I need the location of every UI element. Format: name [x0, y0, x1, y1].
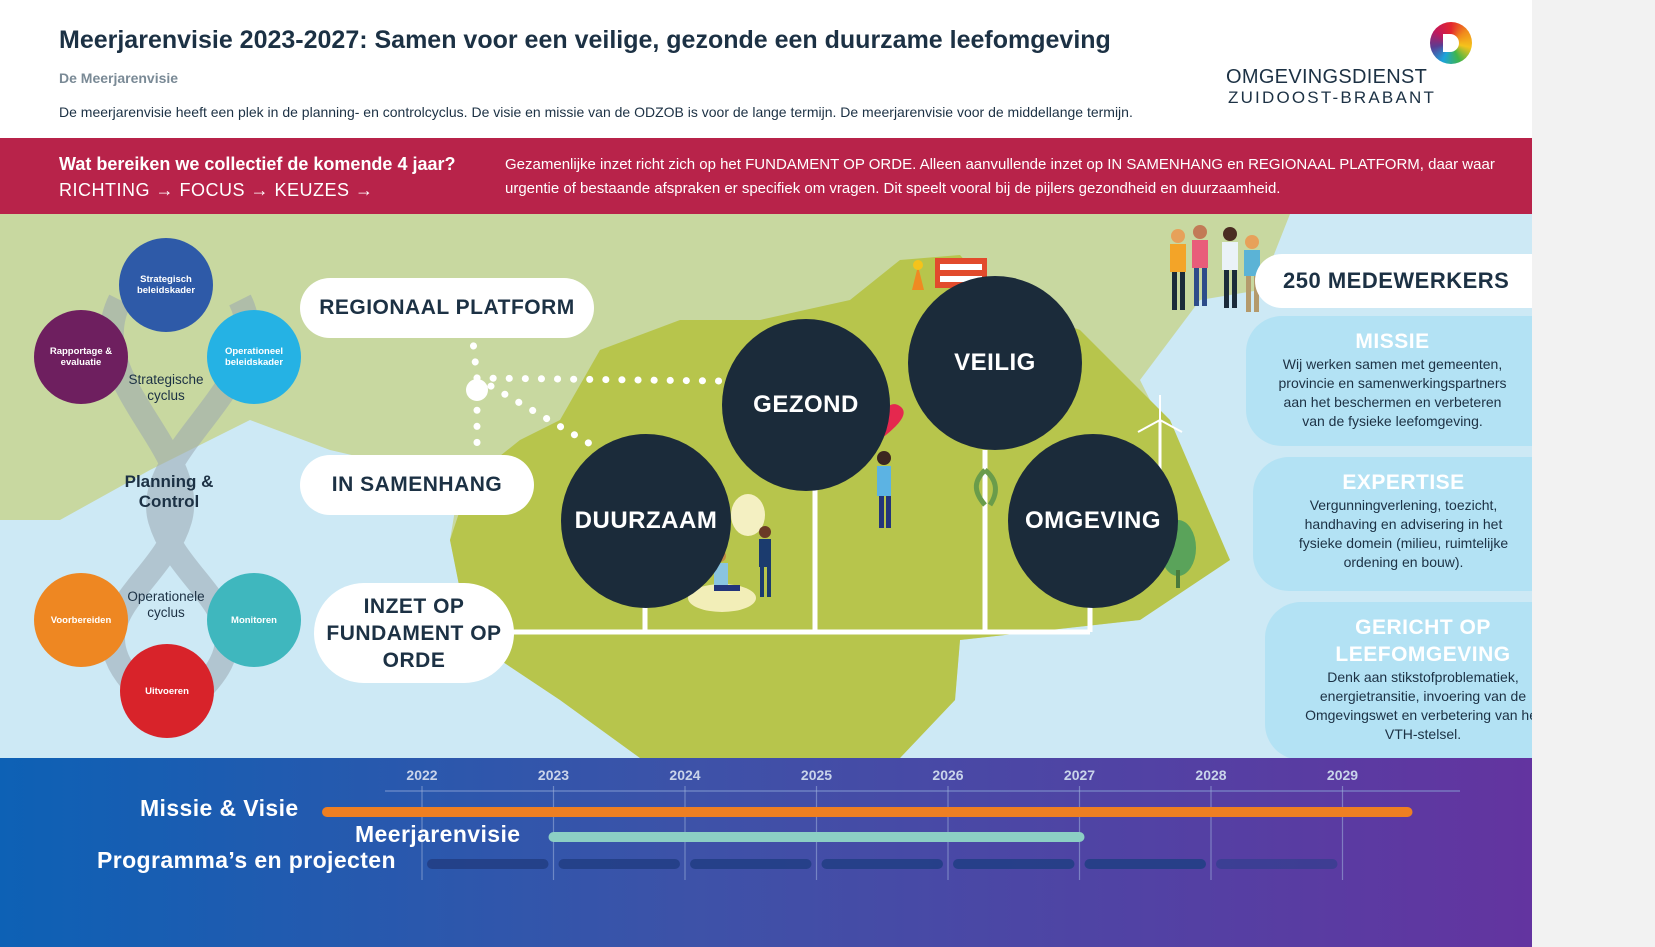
pillar-gezond: GEZOND	[722, 319, 890, 491]
timeline-year-2022: 2022	[406, 767, 438, 783]
banner-question: Wat bereiken we collectief de komende 4 …	[59, 154, 456, 174]
connector-node	[466, 379, 488, 401]
page-subtitle: De Meerjarenvisie	[59, 70, 179, 86]
logo-icon	[1430, 22, 1472, 64]
logo-line-1: OMGEVINGSDIENST	[1226, 66, 1428, 88]
timeline-panel	[0, 758, 1532, 947]
level-fundament-op-orde: INZET OP FUNDAMENT OP ORDE	[314, 583, 514, 683]
banner-text: Gezamenlijke inzet richt zich op het FUN…	[505, 156, 1495, 197]
cycle-node-monitoren: Monitoren	[207, 573, 301, 667]
timeline-year-2027: 2027	[1063, 767, 1096, 783]
level-in-samenhang: IN SAMENHANG	[300, 455, 534, 515]
timeline-chart	[322, 786, 1460, 880]
timeline-bars	[322, 807, 1413, 869]
logo-line-2: ZUIDOOST-BRABANT	[1228, 88, 1437, 107]
plant-icon	[973, 468, 998, 507]
card-gericht-text: Denk aan stikstofproblematiek, energietr…	[1305, 669, 1532, 742]
connector-dots	[466, 310, 724, 459]
timeline-label-programmas: Programma’s en projecten	[97, 847, 396, 873]
page-title: Meerjarenvisie 2023-2027: Samen voor een…	[59, 26, 1111, 54]
people-group-icon	[1170, 225, 1260, 312]
cycle-node-strategisch: Strategisch beleidskader	[119, 238, 213, 332]
cycle-node-rapportage: Rapportage & evaluatie	[34, 310, 128, 404]
pillar-omgeving: OMGEVING	[1008, 434, 1178, 608]
employee-count: 250 MEDEWERKERS	[1255, 254, 1532, 308]
timeline-year-2029: 2029	[1326, 767, 1359, 783]
operational-cycle-label: Operationele cyclus	[127, 589, 205, 620]
card-missie-text: Wij werken samen met gemeenten, provinci…	[1278, 356, 1507, 429]
card-expertise-text: Vergunningverlening, toezicht, handhavin…	[1298, 497, 1509, 570]
timeline-year-2026: 2026	[932, 767, 964, 783]
cycle-node-operationeel: Operationeel beleidskader	[207, 310, 301, 404]
card-missie: MISSIE Wij werken samen met gemeenten, p…	[1246, 316, 1532, 446]
card-gericht-heading: GERICHT OP LEEFOMGEVING	[1335, 616, 1511, 666]
cycle-node-voorbereiden: Voorbereiden	[34, 573, 128, 667]
planning-control-label: Planning & Control	[124, 472, 214, 511]
infographic: Meerjarenvisie 2023-2027: Samen voor een…	[0, 0, 1532, 947]
card-missie-heading: MISSIE	[1355, 330, 1430, 353]
card-gericht: GERICHT OP LEEFOMGEVING Denk aan stiksto…	[1265, 602, 1532, 760]
level-regionaal-platform: REGIONAAL PLATFORM	[300, 278, 594, 338]
question-banner	[0, 138, 1532, 214]
banner-steps: RICHTING → FOCUS → KEUZES →	[59, 180, 374, 200]
timeline-label-missie: Missie & Visie	[140, 795, 299, 821]
strategic-cycle-label: Strategische cyclus	[128, 372, 204, 403]
timeline-year-2023: 2023	[537, 767, 570, 783]
intro-text: De meerjarenvisie heeft een plek in de p…	[59, 104, 1133, 120]
pillar-veilig: VEILIG	[908, 276, 1082, 450]
windmill-icon	[1137, 395, 1183, 470]
timeline-year-2025: 2025	[800, 767, 833, 783]
cycle-node-uitvoeren: Uitvoeren	[120, 644, 214, 738]
timeline-label-meerjarenvisie: Meerjarenvisie	[355, 821, 521, 847]
card-expertise-heading: EXPERTISE	[1342, 471, 1465, 494]
timeline-year-2024: 2024	[669, 767, 701, 783]
timeline-year-2028: 2028	[1195, 767, 1227, 783]
pillar-duurzaam: DUURZAAM	[561, 434, 731, 608]
card-expertise: EXPERTISE Vergunningverlening, toezicht,…	[1253, 457, 1532, 591]
foundation-lines	[510, 450, 1093, 635]
